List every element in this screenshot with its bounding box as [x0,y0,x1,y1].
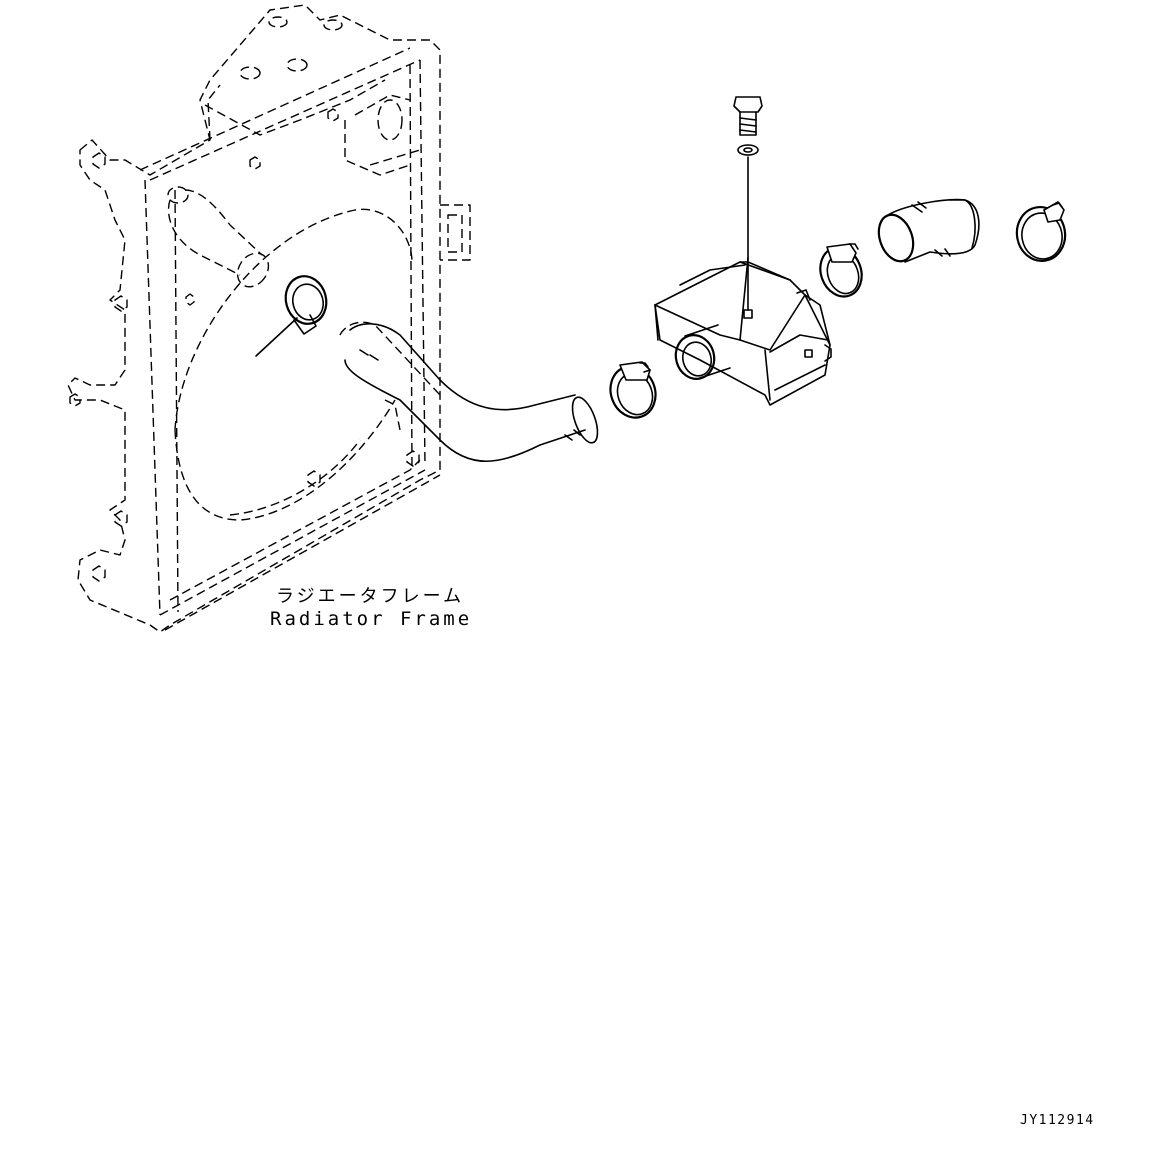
radiator-frame-label-jp: ラジエータフレーム [276,586,465,607]
upper-inlet-hose [167,186,270,288]
lower-hose [339,321,599,462]
radiator-frame-label: Radiator Frame [270,608,473,630]
frame-hose-clamp [255,275,328,357]
hose-clamp-1 [609,361,657,419]
hose-clamp-2 [819,243,863,298]
radiator-frame-outline [67,4,471,633]
elbow-hose [877,198,980,263]
coolant-adapter [654,257,832,406]
drawing-number: JY112914 [1020,1113,1095,1128]
bolt-and-washer [733,96,763,311]
hose-clamp-3 [1015,201,1067,263]
